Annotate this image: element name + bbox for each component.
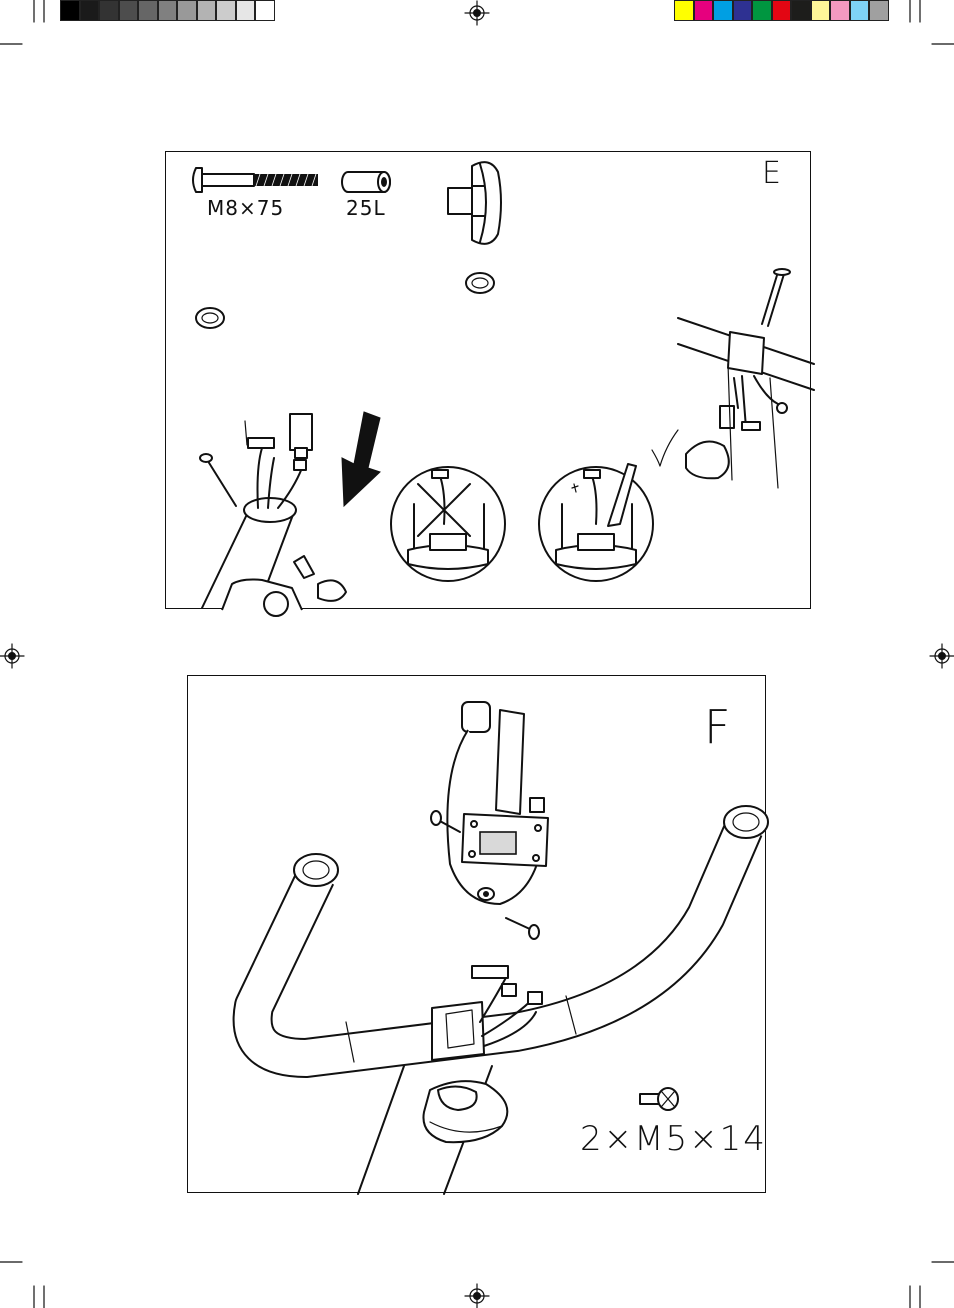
console-post-f-illustration [354, 994, 534, 1194]
screw-label: 2×M5×14 [580, 1119, 767, 1159]
registration-mark-bottom [465, 1284, 489, 1308]
registration-mark-left [0, 644, 24, 668]
step-e-panel: E M8×75 25L [165, 151, 811, 609]
wrong-routing-detail [388, 464, 508, 584]
bolt-m8x75-icon [188, 166, 318, 196]
adjustment-knob-icon [444, 156, 514, 252]
spacer-25l-icon [340, 168, 394, 198]
bolt-label: M8×75 [207, 196, 284, 220]
exploded-clamp-view [674, 268, 814, 488]
spacer-label: 25L [346, 196, 386, 220]
step-e-letter: E [762, 156, 781, 191]
screw-m5-icon [638, 1086, 682, 1116]
frame-base-partial [222, 570, 312, 610]
correct-routing-detail [536, 464, 656, 584]
step-f-panel: F [187, 675, 766, 1193]
step-f-letter: F [704, 700, 730, 754]
registration-mark-top [465, 1, 489, 25]
registration-mark-right [930, 644, 954, 668]
